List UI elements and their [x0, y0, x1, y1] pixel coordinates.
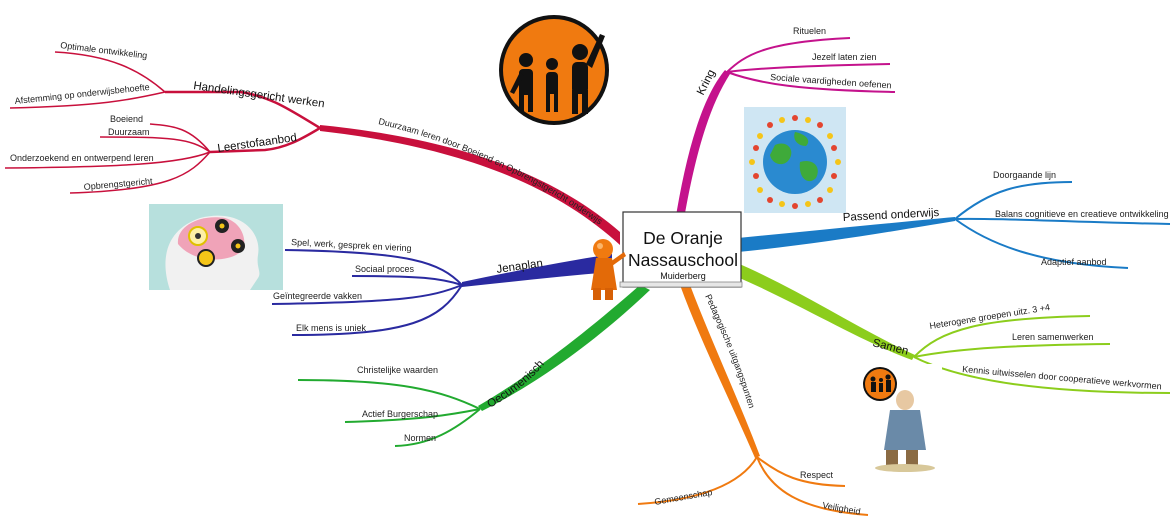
leaf-heterogene: Heterogene groepen uitz. 3 +4 — [929, 302, 1051, 331]
globe-children-image — [744, 107, 846, 213]
branch-oecumenisch — [297, 285, 650, 447]
branch-passend-label: Passend onderwijs — [843, 207, 940, 224]
family-logo-icon — [499, 15, 609, 125]
leaf-normen: Normen — [404, 433, 436, 443]
center-title-line2: Nassauschool — [628, 250, 738, 270]
leaf-afstemming: Afstemming op onderwijsbehoefte — [14, 82, 150, 106]
leaf-actief: Actief Burgerschap — [362, 409, 438, 419]
leaf-jezelf: Jezelf laten zien — [812, 52, 877, 62]
head-gears-image — [149, 204, 283, 290]
center-node[interactable]: De Oranje Nassauschool Muiderberg — [619, 211, 743, 288]
branch-jenaplan — [271, 249, 612, 336]
leaf-rituelen: Rituelen — [793, 26, 826, 36]
leaf-duurzaam: Duurzaam — [108, 127, 150, 137]
leaf-boeiend: Boeiend — [110, 114, 143, 124]
branch-kring — [675, 37, 896, 225]
branch-samen — [735, 262, 1171, 394]
leaf-doorgaande: Doorgaande lijn — [993, 170, 1056, 180]
leaf-adaptief: Adaptief aanbod — [1041, 257, 1107, 267]
branch-passend — [738, 181, 1171, 269]
leaf-geintegreerde: Geïntegreerde vakken — [273, 291, 362, 301]
center-title-line1: De Oranje — [643, 228, 723, 248]
leaf-veiligheid: Veiligheid — [822, 500, 862, 517]
leaf-optimale: Optimale ontwikkeling — [60, 40, 148, 61]
branch-oecumenisch-label: Oecumenisch — [485, 358, 546, 411]
samen-figure-image — [860, 364, 942, 474]
branch-samen-label: Samen — [871, 337, 909, 357]
leaf-onderzoekend: Onderzoekend en ontwerpend leren — [10, 153, 154, 163]
leaf-gemeenschap: Gemeenschap — [654, 487, 713, 507]
branch-pedagogische — [637, 285, 869, 516]
leaf-leren-samenwerken: Leren samenwerken — [1012, 332, 1094, 342]
leaf-balans: Balans cognitieve en creatieve ontwikkel… — [995, 209, 1169, 219]
leaf-sociaal: Sociaal proces — [355, 264, 415, 274]
leaf-kennis: Kennis uitwisselen door cooperatieve wer… — [962, 364, 1162, 391]
leaf-christelijke: Christelijke waarden — [357, 365, 438, 375]
leaf-respect: Respect — [800, 470, 834, 480]
presenter-figure-icon — [591, 239, 626, 300]
sub-handelingsgericht-label: Handelingsgericht werken — [193, 80, 326, 110]
branch-duurzaam — [4, 51, 620, 245]
center-subtitle: Muiderberg — [660, 271, 706, 281]
leaf-elk-mens: Elk mens is uniek — [296, 323, 367, 333]
leaf-sociale: Sociale vaardigheden oefenen — [770, 72, 892, 90]
